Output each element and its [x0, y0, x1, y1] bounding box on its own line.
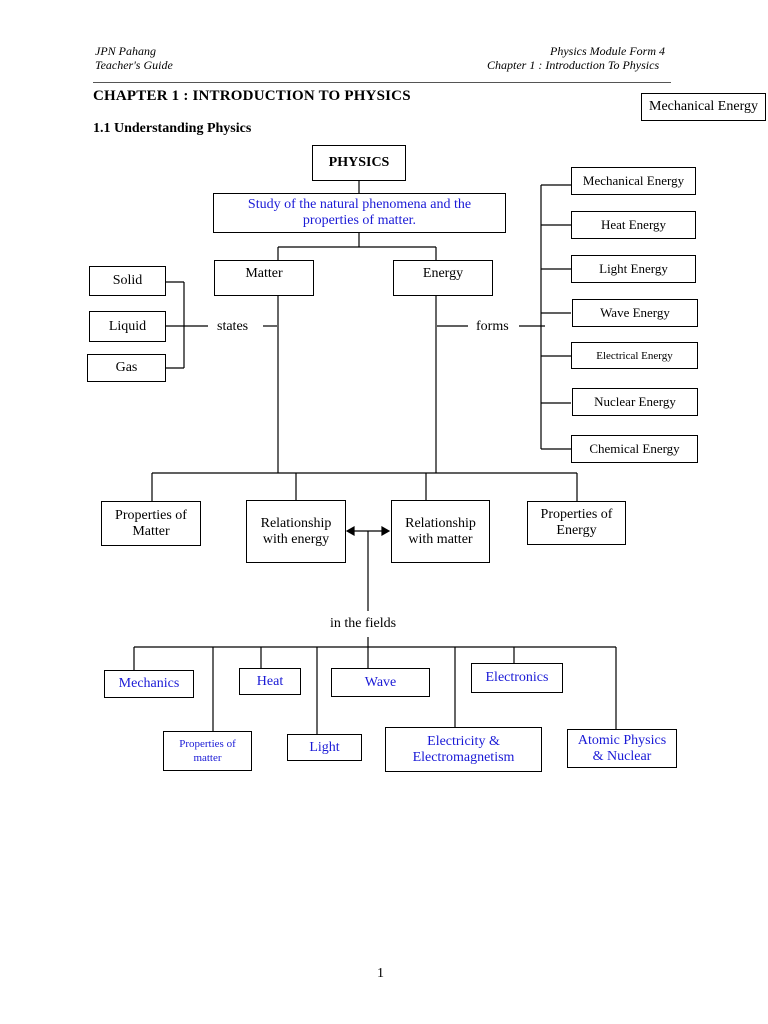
energy-form-chemical: Chemical Energy: [571, 435, 698, 463]
properties-of-energy-box: Properties of Energy: [527, 501, 626, 545]
fields-label: in the fields: [328, 616, 399, 632]
energy-form-heat: Heat Energy: [571, 211, 696, 239]
header-right-line2: Chapter 1 : Introduction To Physics: [487, 58, 660, 72]
forms-label: forms: [474, 319, 511, 335]
energy-box: Energy: [393, 260, 493, 296]
field-heat: Heat: [239, 668, 301, 695]
energy-form-mechanical: Mechanical Energy: [571, 167, 696, 195]
energy-form-electrical: Electrical Energy: [571, 342, 698, 369]
states-label: states: [215, 319, 251, 335]
relationship-with-matter-box: Relationship with matter: [391, 500, 490, 563]
energy-form-wave: Wave Energy: [572, 299, 698, 327]
field-mechanics: Mechanics: [104, 670, 194, 698]
field-light: Light: [287, 734, 362, 761]
header-left-line2: Teacher's Guide: [95, 58, 173, 72]
definition-box: Study of the natural phenomena and the p…: [213, 193, 506, 233]
properties-of-matter-box: Properties of Matter: [101, 501, 201, 546]
chapter-title: CHAPTER 1 : INTRODUCTION TO PHYSICS: [93, 88, 411, 104]
state-gas-box: Gas: [87, 354, 166, 382]
field-properties-of-matter: Properties of matter: [163, 731, 252, 771]
field-electricity-electromagnetism: Electricity & Electromagnetism: [385, 727, 542, 772]
field-wave: Wave: [331, 668, 430, 697]
header-left-line1: JPN Pahang: [95, 44, 156, 58]
header-right-line1: Physics Module Form 4: [550, 44, 665, 58]
state-liquid-box: Liquid: [89, 311, 166, 342]
state-solid-box: Solid: [89, 266, 166, 296]
section-title: 1.1 Understanding Physics: [93, 121, 252, 136]
field-atomic-physics-nuclear: Atomic Physics & Nuclear: [567, 729, 677, 768]
header-rule: [93, 82, 671, 83]
field-electronics: Electronics: [471, 663, 563, 693]
energy-form-nuclear: Nuclear Energy: [572, 388, 698, 416]
energy-form-light: Light Energy: [571, 255, 696, 283]
relationship-with-energy-box: Relationship with energy: [246, 500, 346, 563]
page-number: 1: [377, 966, 384, 981]
stray-mechanical-energy-box: Mechanical Energy: [641, 93, 766, 121]
physics-root-box: PHYSICS: [312, 145, 406, 181]
matter-box: Matter: [214, 260, 314, 296]
